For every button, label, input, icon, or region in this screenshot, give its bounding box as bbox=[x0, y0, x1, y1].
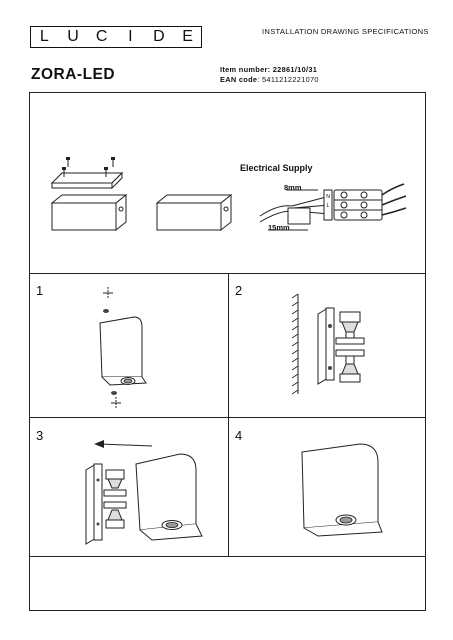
ean-label: EAN code bbox=[220, 75, 258, 84]
logo-letter: D bbox=[152, 28, 165, 46]
step-1-drawing bbox=[90, 285, 150, 410]
wire-length-label: 15mm bbox=[268, 223, 290, 232]
step-number-2: 2 bbox=[235, 283, 243, 298]
logo-letter: C bbox=[95, 28, 108, 46]
svg-text:N: N bbox=[326, 194, 330, 200]
item-number: Item number: 22861/10/31 bbox=[220, 65, 318, 74]
brand-logo-frame bbox=[30, 26, 202, 48]
logo-letter: L bbox=[38, 28, 51, 46]
ean-code: EAN code: 5411212221070 bbox=[220, 75, 319, 84]
brand-logo: L U C I D E bbox=[30, 26, 202, 48]
step-number-4: 4 bbox=[235, 428, 243, 443]
document-type: INSTALLATION DRAWING SPECIFICATIONS bbox=[262, 27, 429, 36]
grid-divider bbox=[29, 273, 426, 274]
electrical-supply-title: Electrical Supply bbox=[240, 163, 313, 173]
logo-letter: E bbox=[181, 28, 194, 46]
step-3-drawing bbox=[80, 440, 210, 545]
svg-text:L: L bbox=[327, 203, 330, 209]
logo-letter: U bbox=[66, 28, 79, 46]
product-name: ZORA-LED bbox=[31, 66, 116, 83]
housing-box-drawing bbox=[52, 193, 128, 233]
step-2-drawing bbox=[290, 292, 370, 397]
step-4-drawing bbox=[298, 440, 388, 540]
housing-box-drawing bbox=[157, 193, 233, 233]
strip-length-label: 8mm bbox=[284, 183, 302, 192]
wiring-diagram: N L bbox=[258, 178, 408, 238]
drawing-frame bbox=[29, 92, 426, 611]
step-number-3: 3 bbox=[36, 428, 44, 443]
mounting-plate-drawing bbox=[50, 157, 125, 195]
step-number-1: 1 bbox=[36, 283, 44, 298]
ean-value: : 5411212221070 bbox=[257, 75, 319, 84]
grid-divider bbox=[29, 417, 426, 418]
grid-divider bbox=[228, 273, 229, 556]
grid-divider bbox=[29, 556, 426, 557]
logo-letter: I bbox=[124, 28, 137, 46]
